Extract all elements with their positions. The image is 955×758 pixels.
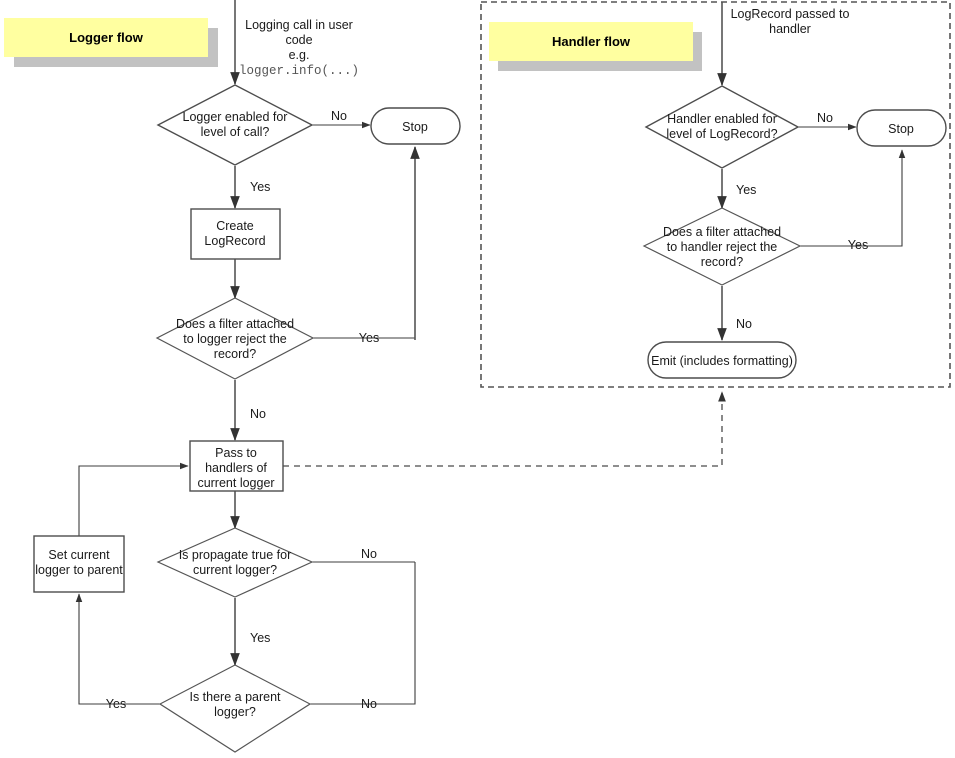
node-logger-filter-shape[interactable] xyxy=(155,297,315,380)
logger-entry-note-line2: code xyxy=(285,33,312,47)
node-logger-enabled[interactable]: Logger enabled for level of call? xyxy=(156,84,314,166)
node-set-parent[interactable]: Set current logger to parent xyxy=(33,535,125,593)
edge-parent-no-right-up xyxy=(310,562,416,705)
node-handler-stop-shape[interactable] xyxy=(856,109,947,147)
node-handler-enabled[interactable]: Handler enabled for level of LogRecord? xyxy=(644,85,800,169)
node-logger-filter-line1: Does a filter attached xyxy=(176,317,294,331)
handler-entry-note-line2: handler xyxy=(769,22,811,36)
node-set-parent-line1: Set current xyxy=(48,548,110,562)
edge-label-handler-filter-yes: Yes xyxy=(848,238,868,252)
node-create-logrecord-shape[interactable] xyxy=(190,208,281,260)
node-handler-enabled-line2: level of LogRecord? xyxy=(666,127,777,141)
node-logger-enabled-line2: level of call? xyxy=(201,125,270,139)
node-parent-logger-line2: logger? xyxy=(214,705,256,719)
node-parent-logger-line1: Is there a parent xyxy=(189,690,281,704)
logger-flow-banner: Logger flow xyxy=(4,18,218,67)
edge-label-parent-no: No xyxy=(361,697,377,711)
edge-parent-yes-to-set-parent xyxy=(75,593,160,705)
node-logger-enabled-line1: Logger enabled for xyxy=(183,110,288,124)
node-create-logrecord-line2: LogRecord xyxy=(204,234,265,248)
node-pass-to-handlers-shape[interactable] xyxy=(189,440,284,492)
handler-flow-banner: Handler flow xyxy=(489,22,702,71)
node-propagate[interactable]: Is propagate true for current logger? xyxy=(156,527,314,598)
logger-entry-note-code: logger.info(...) xyxy=(239,64,359,78)
edge-label-logger-filter-no: No xyxy=(250,407,266,421)
logger-flow-banner-fill xyxy=(4,18,208,57)
edge-set-parent-to-pass xyxy=(78,462,189,536)
node-set-parent-shape[interactable] xyxy=(33,535,125,593)
node-logger-filter[interactable]: Does a filter attached to logger reject … xyxy=(155,297,315,380)
node-create-logrecord[interactable]: Create LogRecord xyxy=(190,208,281,260)
edge-label-propagate-no: No xyxy=(361,547,377,561)
node-create-logrecord-line1: Create xyxy=(216,219,254,233)
handler-flow-banner-fill xyxy=(489,22,693,61)
node-propagate-shape[interactable] xyxy=(156,527,314,598)
node-pass-to-handlers-line3: current logger xyxy=(197,476,274,490)
node-logger-filter-line3: record? xyxy=(214,347,256,361)
logger-entry-note-line1: Logging call in user xyxy=(245,18,353,32)
node-propagate-line1: Is propagate true for xyxy=(179,548,292,562)
edge-label-logger-filter-yes: Yes xyxy=(359,331,379,345)
logger-entry-note: Logging call in user code e.g. logger.in… xyxy=(239,18,359,78)
node-propagate-line2: current logger? xyxy=(193,563,277,577)
node-set-parent-line2: logger to parent xyxy=(35,563,123,577)
node-parent-logger-shape[interactable] xyxy=(158,664,312,753)
handler-flow-banner-label: Handler flow xyxy=(552,34,631,49)
node-pass-to-handlers-line1: Pass to xyxy=(215,446,257,460)
node-handler-enabled-line1: Handler enabled for xyxy=(667,112,777,126)
node-logger-stop[interactable]: Stop xyxy=(370,107,461,145)
node-parent-logger[interactable]: Is there a parent logger? xyxy=(158,664,312,753)
node-emit-label: Emit (includes formatting) xyxy=(651,354,793,368)
node-logger-enabled-shape[interactable] xyxy=(156,84,314,166)
edge-label-propagate-yes: Yes xyxy=(250,631,270,645)
edge-handler-filter-yes-to-stop xyxy=(800,149,906,247)
node-handler-filter-line2: to handler reject the xyxy=(667,240,778,254)
edge-pass-to-handler-flow-dashed xyxy=(283,391,726,467)
node-handler-stop[interactable]: Stop xyxy=(856,109,947,147)
node-pass-to-handlers[interactable]: Pass to handlers of current logger xyxy=(189,440,284,492)
node-pass-to-handlers-line2: handlers of xyxy=(205,461,267,475)
node-handler-stop-label: Stop xyxy=(888,122,914,136)
edge-label-logger-enabled-yes: Yes xyxy=(250,180,270,194)
handler-flow-group xyxy=(480,1,951,388)
logger-entry-note-line3: e.g. xyxy=(289,48,310,62)
edge-label-parent-yes: Yes xyxy=(106,697,126,711)
edge-label-handler-enabled-no: No xyxy=(817,111,833,125)
node-handler-filter-shape[interactable] xyxy=(642,207,802,286)
edge-label-logger-enabled-no: No xyxy=(331,109,347,123)
node-emit-shape[interactable] xyxy=(647,341,797,379)
handler-entry-note: LogRecord passed to handler xyxy=(731,7,850,36)
handler-entry-note-line1: LogRecord passed to xyxy=(731,7,850,21)
node-logger-stop-label: Stop xyxy=(402,120,428,134)
edge-label-handler-filter-no: No xyxy=(736,317,752,331)
node-handler-filter[interactable]: Does a filter attached to handler reject… xyxy=(642,207,802,286)
node-logger-stop-shape[interactable] xyxy=(370,107,461,145)
edge-label-handler-enabled-yes: Yes xyxy=(736,183,756,197)
node-logger-filter-line2: to logger reject the xyxy=(183,332,287,346)
node-handler-enabled-shape[interactable] xyxy=(644,85,800,169)
node-handler-filter-line1: Does a filter attached xyxy=(663,225,781,239)
node-handler-filter-line3: record? xyxy=(701,255,743,269)
node-emit[interactable]: Emit (includes formatting) xyxy=(647,341,797,379)
logger-flow-banner-label: Logger flow xyxy=(69,30,144,45)
